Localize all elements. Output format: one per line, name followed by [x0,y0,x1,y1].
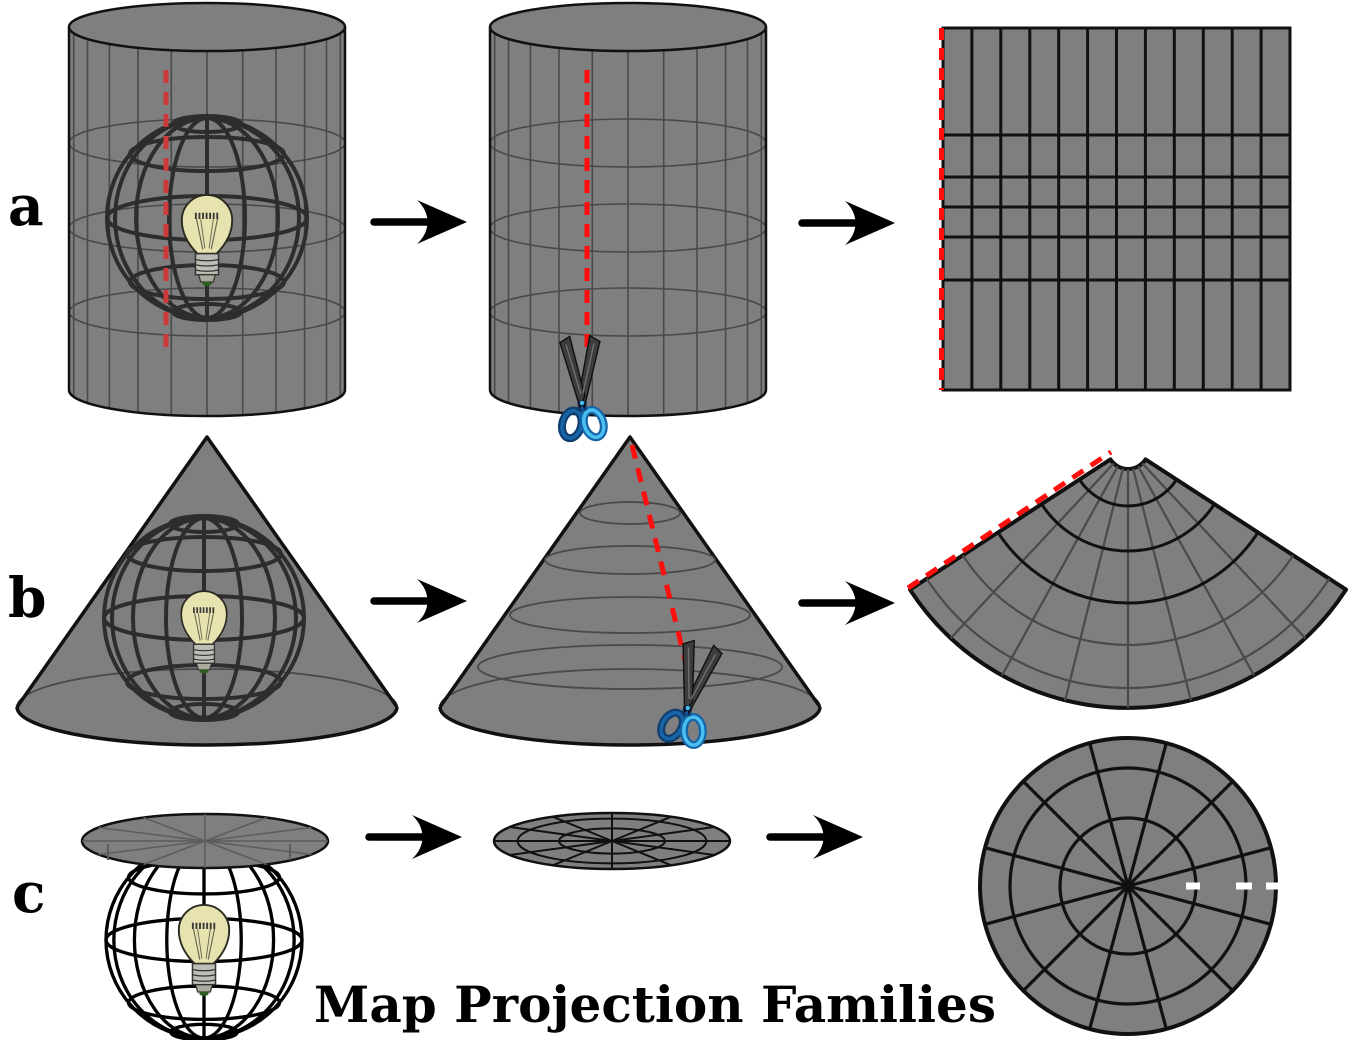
projected-disc [492,811,732,871]
cylinder-cut [488,1,768,441]
lightbulb-icon [179,905,229,996]
cylinder-with-globe [67,1,347,418]
arrow-right-icon [374,579,467,623]
row-label-a: a [8,173,44,238]
arrow-right-icon [369,815,462,859]
diagram-title: Map Projection Families [314,975,996,1034]
row-label-b: b [8,565,46,630]
arrow-right-icon [770,815,863,859]
dashed-cut-line [906,449,1113,591]
polar-grid-map [978,736,1284,1036]
cone-with-globe [15,435,399,747]
row-label-c: c [12,860,46,925]
rectangular-grid-map [939,26,1292,392]
unrolled-cone-fan [906,449,1348,710]
cone-cut [438,435,822,750]
arrow-right-icon [802,201,895,245]
globe-with-tangent-plane [80,812,330,1040]
arrow-right-icon [802,581,895,625]
arrow-right-icon [374,200,467,244]
